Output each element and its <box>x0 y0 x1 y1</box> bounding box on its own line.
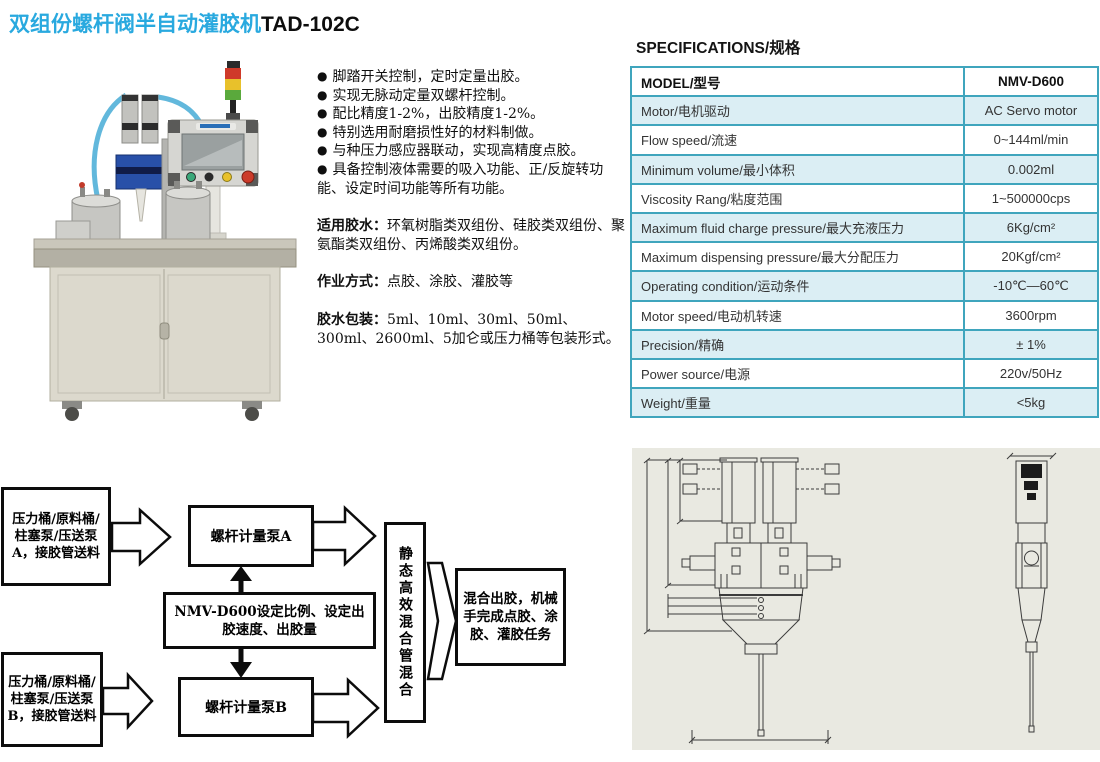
feature-bullet: ●实现无脉动定量双螺杆控制。 <box>317 87 515 104</box>
page-title-chinese: 双组份螺杆阀半自动灌胶机 <box>9 11 261 36</box>
feature-bullet: ●与种压力感应器联动，实现高精度点胶。 <box>317 143 585 160</box>
specifications-heading: SPECIFICATIONS/规格 <box>636 40 801 57</box>
pressure-tanks <box>55 181 211 246</box>
spec-row: Operating condition/运动条件-10℃—60℃ <box>630 270 1099 302</box>
bullet-icon: ● <box>317 87 328 102</box>
spec-row: Precision/精确± 1% <box>630 328 1099 360</box>
cabinet <box>49 266 281 402</box>
diagram-output-box: 混合出胶，机械手完成点胶、涂胶、灌胶任务 <box>455 568 566 666</box>
diagram-mixer-box: 静态高效混合管混合 <box>384 522 426 723</box>
section-glue-packaging: 胶水包装：5ml、10ml、30ml、50ml、300ml、2600ml、5加仑… <box>317 311 620 347</box>
control-panel <box>167 119 259 242</box>
page-title-model: TAD-102C <box>261 13 360 36</box>
machine-photo <box>33 61 297 421</box>
metering-pumps <box>115 94 165 222</box>
bullet-icon: ● <box>317 124 328 139</box>
feature-bullet: ●特别选用耐磨损性好的材料制做。 <box>317 124 543 141</box>
diagram-pump-a-box: 螺杆计量泵A <box>188 505 314 567</box>
diagram-source-a-box: 压力桶/原料桶/柱塞泵/压送泵A，接胶管送料 <box>1 487 111 586</box>
feature-bullet: ●脚踏开关控制，定时定量出胶。 <box>317 69 529 85</box>
bullet-icon: ● <box>317 69 328 83</box>
spec-header-row: MODEL/型号 NMV-D600 <box>630 65 1099 98</box>
diagram-pump-b-box: 螺杆计量泵B <box>178 677 314 737</box>
section-operation-mode: 作业方式：点胶、涂胶、灌胶等 <box>317 274 513 291</box>
page-title: 双组份螺杆阀半自动灌胶机TAD-102C <box>9 8 360 38</box>
diagram-controller-box: NMV-D600设定比例、设定出胶速度、出胶量 <box>163 592 376 649</box>
bullet-icon: ● <box>317 106 328 121</box>
tower-light-icon <box>225 61 241 120</box>
spec-header-label: MODEL/型号 <box>630 65 965 98</box>
spec-header-value: NMV-D600 <box>963 65 1099 98</box>
technical-drawing <box>632 448 1100 750</box>
casters <box>62 401 262 421</box>
section-applicable-glue: 适用胶水：环氧树脂类双组份、硅胶类双组份、聚氨酯类双组份、丙烯酸类双组份。 <box>317 218 625 253</box>
feature-list: ●脚踏开关控制，定时定量出胶。 ●实现无脉动定量双螺杆控制。 ●配比精度1-2%… <box>317 68 630 348</box>
feature-bullet: ●配比精度1-2%，出胶精度1-2%。 <box>317 106 545 123</box>
feature-bullet: ●具备控制液体需要的吸入功能、正/反旋转功能、设定时间功能等所有功能。 <box>317 161 604 197</box>
bullet-icon: ● <box>317 161 328 176</box>
bullet-icon: ● <box>317 143 328 158</box>
spec-row: Weight/重量<5kg <box>630 387 1099 419</box>
diagram-source-b-box: 压力桶/原料桶/柱塞泵/压送泵B，接胶管送料 <box>1 652 103 747</box>
